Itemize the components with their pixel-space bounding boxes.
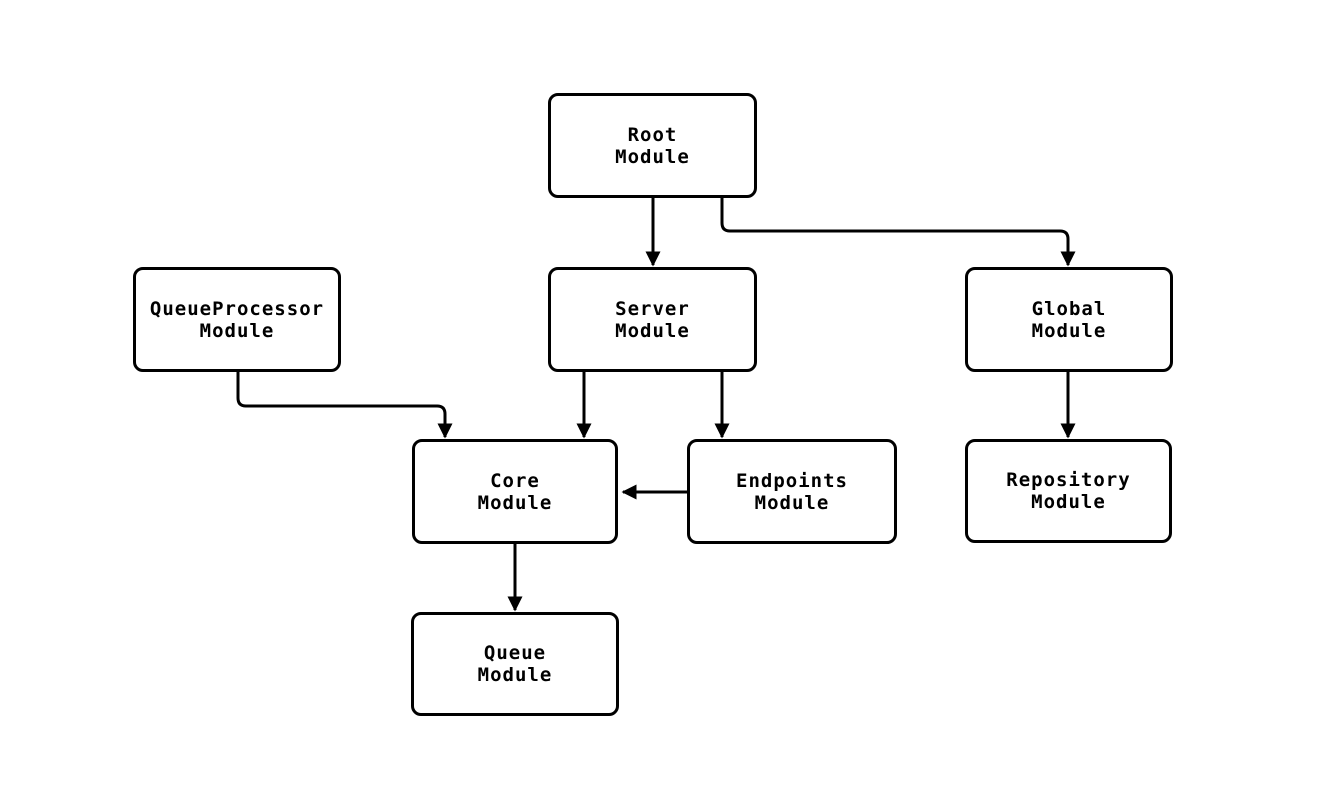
node-label: Module [754, 491, 830, 514]
node-queueprocessor-module: QueueProcessor Module [133, 267, 341, 372]
node-queue-module: Queue Module [411, 612, 619, 716]
node-label: Core [490, 469, 540, 492]
node-repository-module: Repository Module [965, 439, 1172, 543]
node-label: Module [1031, 319, 1107, 342]
edge-root-to-global-arrow [720, 198, 1076, 267]
node-label: QueueProcessor [149, 297, 325, 320]
edge-queueprocessor-to-core-arrow [236, 372, 453, 439]
node-label: Module [615, 319, 690, 342]
node-label: Root [627, 123, 678, 146]
node-global-module: Global Module [965, 267, 1173, 372]
node-label: Global [1031, 297, 1107, 320]
node-endpoints-module: Endpoints Module [687, 439, 897, 544]
node-label: Endpoints [736, 469, 848, 492]
node-core-module: Core Module [412, 439, 618, 544]
node-root-module: Root Module [548, 93, 757, 198]
node-label: Module [1031, 491, 1106, 513]
node-server-module: Server Module [548, 267, 757, 372]
node-label: Server [615, 297, 690, 320]
node-label: Repository [1006, 469, 1131, 491]
node-label: Module [477, 664, 553, 686]
node-label: Module [477, 491, 553, 514]
node-label: Module [615, 145, 690, 168]
node-label: Module [199, 319, 275, 342]
node-label: Queue [483, 642, 547, 664]
